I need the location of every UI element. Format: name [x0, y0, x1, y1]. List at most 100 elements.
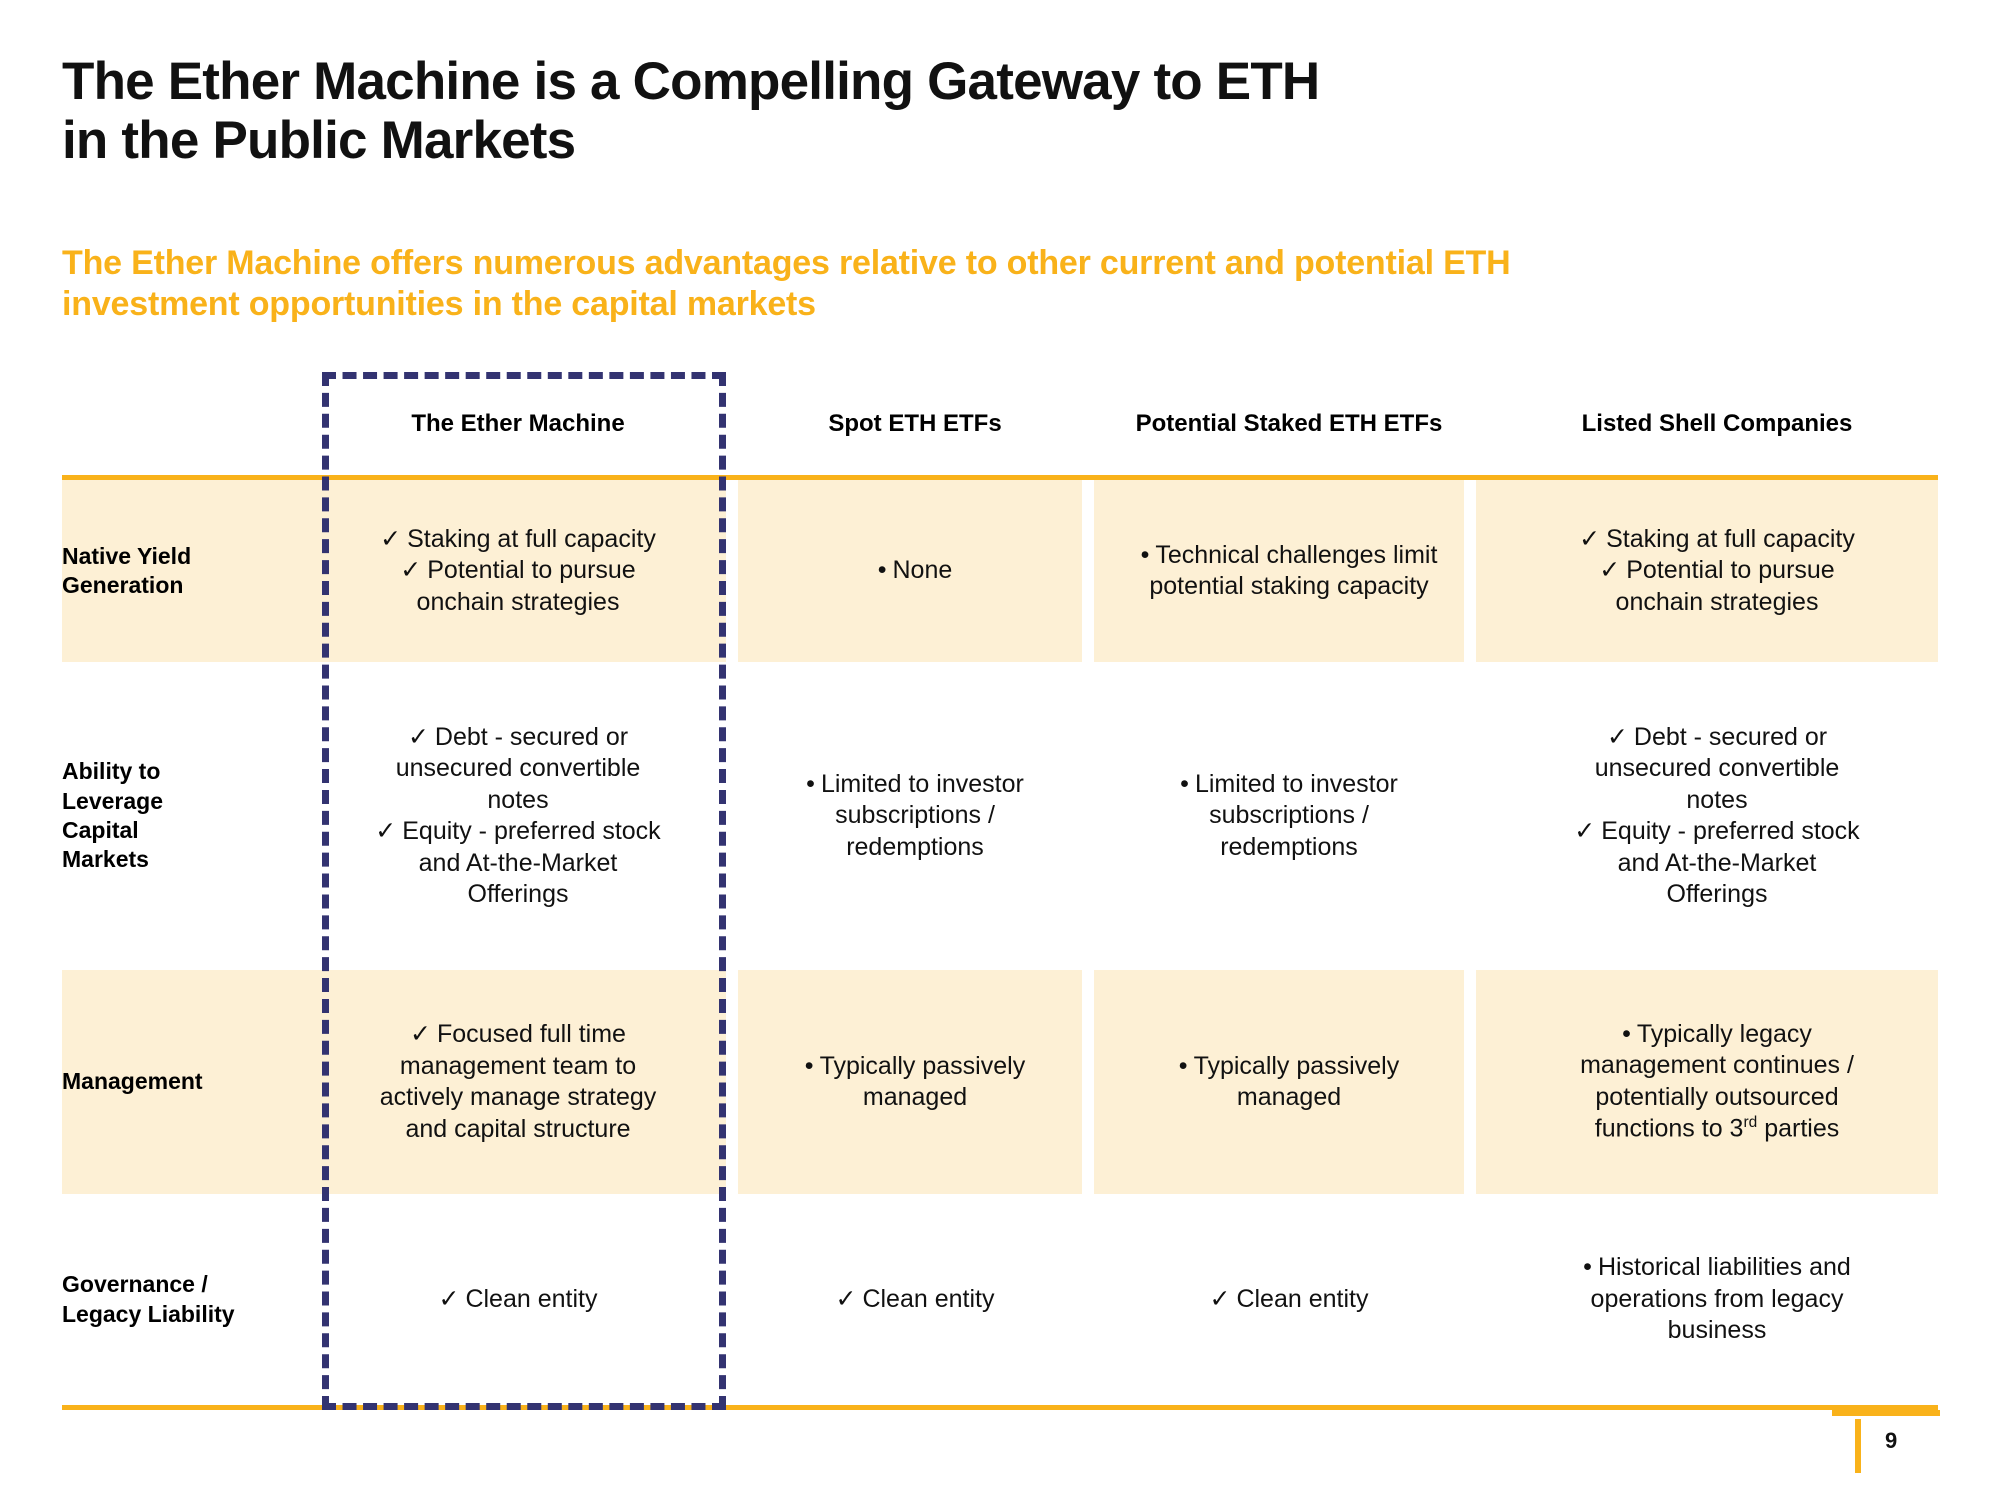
cell-governance-shell: •Historical liabilities and operations f… — [1496, 1194, 1938, 1405]
column-gutter — [1082, 970, 1094, 1194]
column-header-spot-eth-etfs: Spot ETH ETFs — [828, 409, 1002, 437]
title-line-1: The Ether Machine is a Compelling Gatewa… — [62, 52, 1320, 111]
bullet-line: ✓Clean entity — [1114, 1284, 1464, 1316]
bullet-line-cont: potential staking capacity — [1149, 572, 1429, 600]
bullet-line: ✓Potential to pursue — [1496, 555, 1938, 587]
column-header-listed-shell-companies: Listed Shell Companies — [1581, 409, 1853, 437]
check-icon: ✓ — [407, 722, 429, 751]
cell-leverage-shell: ✓Debt - secured or unsecured convertible… — [1496, 662, 1938, 970]
cell-management-shell: •Typically legacy management continues /… — [1496, 970, 1938, 1194]
column-gutter — [1082, 480, 1094, 662]
check-icon: ✓ — [438, 1284, 460, 1313]
bullet-line-cont: Offerings — [467, 880, 569, 908]
row-label-line: Governance / — [62, 1271, 208, 1298]
cell-leverage-ether-machine: ✓Debt - secured or unsecured convertible… — [310, 662, 726, 970]
column-gutter — [1464, 480, 1476, 662]
row-label-line: Ability to — [62, 758, 161, 785]
bullet-line-cont: redemptions — [1220, 832, 1358, 861]
bullet-icon: • — [806, 769, 815, 798]
page-subtitle: The Ether Machine offers numerous advant… — [62, 243, 1942, 325]
bullet-line: ✓Potential to pursue — [310, 555, 726, 587]
bullet-line-cont: Offerings — [1666, 880, 1768, 908]
bullet-line-cont-sup: functions to 3rd parties — [1594, 1114, 1840, 1143]
check-icon: ✓ — [375, 817, 397, 845]
bullet-line: •Limited to investor — [1114, 769, 1464, 801]
row-band-native-yield — [62, 480, 1938, 662]
check-icon: ✓ — [835, 1284, 857, 1313]
bullet-line: •Technical challenges limit — [1114, 540, 1464, 572]
bullet-icon: • — [1583, 1253, 1592, 1282]
column-gutter — [726, 480, 738, 662]
cell-native-yield-staked-etf: •Technical challenges limit potential st… — [1114, 480, 1464, 662]
bullet-line-cont: unsecured convertible — [1594, 754, 1840, 782]
bullet-line: ✓Clean entity — [310, 1284, 726, 1316]
ordinal-suffix: rd — [1743, 1114, 1758, 1132]
row-label-line: Generation — [62, 572, 184, 598]
check-icon: ✓ — [1574, 817, 1596, 845]
check-icon: ✓ — [410, 1020, 431, 1048]
bullet-line: ✓Equity - preferred stock — [1496, 816, 1938, 848]
cell-governance-staked-etf: ✓Clean entity — [1114, 1194, 1464, 1405]
row-label-line: Markets — [62, 846, 149, 873]
cell-leverage-staked-etf: •Limited to investor subscriptions / red… — [1114, 662, 1464, 970]
page-number: 9 — [1885, 1428, 1898, 1453]
bullet-icon: • — [877, 556, 887, 585]
bullet-line-cont: subscriptions / — [1209, 801, 1369, 830]
cell-leverage-spot-etf: •Limited to investor subscriptions / red… — [748, 662, 1082, 970]
bullet-line-cont: subscriptions / — [835, 801, 995, 830]
cell-native-yield-shell: ✓Staking at full capacity ✓Potential to … — [1496, 480, 1938, 662]
cell-native-yield-ether-machine: ✓Staking at full capacity ✓Potential to … — [310, 480, 726, 662]
bullet-line-cont: and At-the-Market — [418, 848, 618, 877]
row-label-management: Management — [62, 970, 310, 1194]
bullet-icon: • — [1140, 540, 1150, 569]
row-label-ability-to-leverage-capital-markets: Ability to Leverage Capital Markets — [62, 662, 310, 970]
bullet-line: ✓Equity - preferred stock — [310, 816, 726, 848]
page-title: The Ether Machine is a Compelling Gatewa… — [62, 52, 1822, 171]
row-label-line: Management — [62, 1068, 203, 1095]
title-line-2: in the Public Markets — [62, 111, 576, 171]
row-label-line: Legacy Liability — [62, 1300, 235, 1327]
subtitle-line-2: investment opportunities in the capital … — [62, 284, 816, 323]
bullet-line-cont: potentially outsourced — [1595, 1082, 1839, 1111]
table-row: Governance / Legacy Liability ✓Clean ent… — [62, 1194, 1938, 1405]
bullet-icon: • — [1180, 769, 1189, 798]
bullet-line: ✓Debt - secured or — [310, 722, 726, 754]
bullet-line-cont: and At-the-Market — [1617, 848, 1817, 877]
bullet-line: ✓Staking at full capacity — [1496, 524, 1938, 556]
check-icon: ✓ — [1599, 556, 1621, 585]
row-band-management — [62, 970, 1938, 1194]
bullet-line-cont: notes — [487, 785, 549, 814]
check-icon: ✓ — [400, 556, 422, 585]
table-row: Ability to Leverage Capital Markets ✓Deb… — [62, 662, 1938, 970]
bullet-line-cont: notes — [1686, 785, 1748, 814]
bullet-line-cont: managed — [862, 1083, 968, 1111]
bullet-line-cont: and capital structure — [405, 1114, 631, 1143]
cell-governance-spot-etf: ✓Clean entity — [748, 1194, 1082, 1405]
column-gutter — [726, 970, 738, 1194]
row-label-line: Capital — [62, 817, 139, 843]
bullet-line-cont: management continues / — [1580, 1051, 1854, 1080]
check-icon: ✓ — [380, 524, 402, 553]
bullet-line-cont: operations from legacy — [1590, 1284, 1844, 1313]
bullet-line: •Historical liabilities and — [1496, 1252, 1938, 1284]
table-bottom-rule — [62, 1405, 1938, 1410]
table-row: Native Yield Generation ✓Staking at full… — [62, 480, 1938, 662]
bullet-line-cont: managed — [1236, 1083, 1342, 1111]
cell-management-spot-etf: •Typically passively managed — [748, 970, 1082, 1194]
bullet-line-cont: unsecured convertible — [395, 754, 641, 782]
bullet-line: •Typically passively — [748, 1051, 1082, 1083]
footer-tick — [1855, 1419, 1861, 1473]
check-icon: ✓ — [1579, 524, 1601, 553]
row-label-line: Native Yield — [62, 542, 192, 569]
footer-rule — [1832, 1410, 1940, 1416]
row-label-line: Leverage — [62, 787, 164, 814]
bullet-icon: • — [1622, 1019, 1631, 1048]
bullet-line: •None — [748, 555, 1082, 587]
cell-management-ether-machine: ✓Focused full time management team to ac… — [310, 970, 726, 1194]
bullet-line: ✓Clean entity — [748, 1284, 1082, 1316]
bullet-line-cont: onchain strategies — [1615, 587, 1819, 616]
bullet-line-cont: management team to — [399, 1051, 637, 1080]
bullet-line-cont: redemptions — [846, 832, 984, 861]
check-icon: ✓ — [1606, 722, 1628, 751]
bullet-line: •Typically legacy — [1496, 1019, 1938, 1051]
